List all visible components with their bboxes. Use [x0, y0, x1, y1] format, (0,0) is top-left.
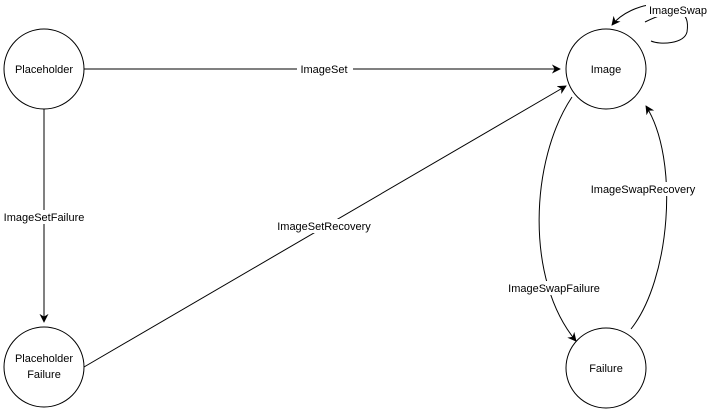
node-failure: Failure	[565, 327, 647, 409]
node-failure-label: Failure	[589, 363, 623, 375]
edge-image-swap-recovery: ImageSwapRecovery	[586, 105, 700, 330]
node-placeholder-failure-label-line2: Failure	[27, 369, 61, 381]
edge-image-swap-label: ImageSwap	[649, 5, 707, 17]
node-placeholder-failure-circle	[3, 326, 85, 408]
edge-image-swap-failure-label-bg	[503, 281, 605, 295]
edge-image-set: ImageSet	[84, 62, 561, 76]
edge-image-set-failure-label: ImageSetFailure	[4, 212, 85, 224]
edge-image-swap-failure-line	[538, 96, 577, 342]
edge-image-swap-recovery-label-bg	[586, 182, 700, 196]
edge-image-set-label-bg	[297, 62, 353, 76]
node-image: Image	[565, 28, 647, 110]
edge-image-swap: ImageSwap	[611, 3, 710, 44]
edge-image-swap-line	[644, 12, 689, 44]
node-placeholder-failure: Placeholder Failure	[3, 326, 85, 408]
edge-image-swap-label-bg	[646, 3, 710, 17]
node-image-label: Image	[591, 64, 622, 76]
node-placeholder-failure-label-line1: Placeholder	[15, 353, 73, 365]
edge-image-set-failure: ImageSetFailure	[2, 109, 88, 323]
node-placeholder: Placeholder	[3, 28, 85, 110]
node-placeholder-circle	[3, 28, 85, 110]
edge-image-set-recovery-label: ImageSetRecovery	[277, 221, 371, 233]
edge-image-set-label: ImageSet	[300, 64, 347, 76]
edge-image-swap-recovery-line	[630, 105, 668, 330]
edge-image-set-recovery: ImageSetRecovery	[83, 85, 567, 368]
edge-image-swap-recovery-label: ImageSwapRecovery	[591, 184, 696, 196]
node-placeholder-label: Placeholder	[15, 64, 73, 76]
edge-image-set-failure-label-bg	[2, 210, 88, 224]
node-image-circle	[565, 28, 647, 110]
edge-image-swap-failure-label: ImageSwapFailure	[508, 283, 600, 295]
edge-image-set-recovery-label-bg	[272, 219, 376, 233]
edge-image-swap-failure: ImageSwapFailure	[503, 96, 605, 342]
node-failure-circle	[565, 327, 647, 409]
